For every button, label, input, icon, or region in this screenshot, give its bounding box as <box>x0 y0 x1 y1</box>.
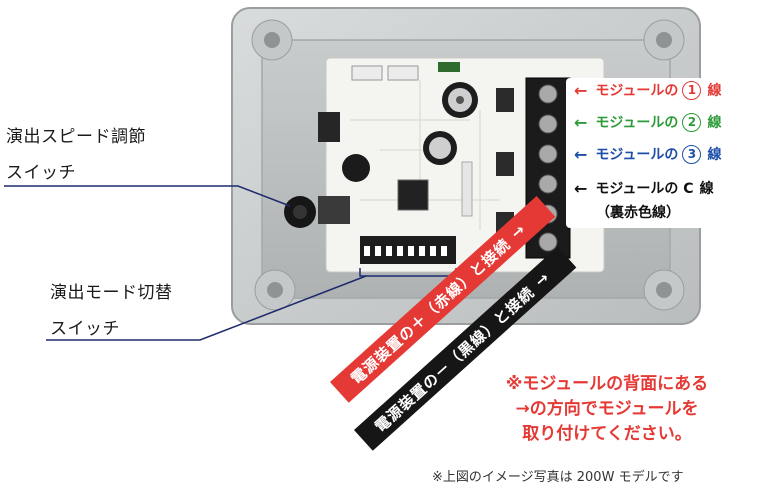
mounting-notice-line2: →の方向でモジュールを <box>515 399 699 419</box>
terminal-label-panel <box>566 78 756 228</box>
left-arrow-icon: ← <box>574 178 588 198</box>
left-arrow-icon: ← <box>574 112 588 132</box>
dip-switch <box>360 236 456 264</box>
speed-switch-label-line1: 演出スピード調節 <box>6 127 146 147</box>
pushbutton <box>318 112 340 142</box>
circled-number-3: 3 <box>682 144 702 164</box>
screw-post-bottom-right <box>643 269 685 311</box>
buzzer <box>342 154 370 182</box>
terminal-label-2-text: モジュールの <box>595 115 679 131</box>
capacitor-large <box>442 82 478 118</box>
mode-switch-label-line2: スイッチ <box>50 319 120 339</box>
capacitor-medium <box>423 131 457 165</box>
mounting-notice-line3: 取り付けてください。 <box>522 424 692 444</box>
mode-switch-leader <box>46 275 367 341</box>
screw-post-top-left <box>251 19 293 61</box>
mode-switch-label-line1: 演出モード切替 <box>50 283 173 303</box>
terminal-label-2-suffix: 線 <box>707 115 722 131</box>
mounting-notice: ※モジュールの背面にある →の方向でモジュールを 取り付けてください。 <box>462 372 752 447</box>
small-part <box>438 62 460 72</box>
speed-switch-leader <box>4 185 291 207</box>
mounting-notice-line1: ※モジュールの背面にある <box>505 374 709 394</box>
screw-post-top-right <box>643 19 685 61</box>
terminal-label-3: ← モジュールの 3 線 <box>574 144 721 164</box>
terminal-label-1-text: モジュールの <box>595 83 679 99</box>
connector-top-1 <box>351 65 383 81</box>
connector-top-2 <box>387 65 419 81</box>
terminal-label-c-text: モジュールの C <box>595 181 694 197</box>
speed-switch-label-line2: スイッチ <box>6 163 76 183</box>
terminal-label-c: ← モジュールの C 線 <box>574 178 714 198</box>
mosfet-2 <box>496 152 514 176</box>
circled-number-1: 1 <box>682 80 702 100</box>
arrow-right-icon: → <box>531 268 554 291</box>
terminal-label-3-text: モジュールの <box>595 147 679 163</box>
circled-number-2: 2 <box>682 112 702 132</box>
speed-knob <box>284 196 350 228</box>
left-arrow-icon: ← <box>574 144 588 164</box>
footnote: ※上図のイメージ写真は 200W モデルです <box>432 470 684 485</box>
terminal-c-note: （裏赤色線） <box>596 205 680 221</box>
mcu-chip <box>397 179 429 211</box>
terminal-label-1-suffix: 線 <box>707 83 722 99</box>
terminal-label-3-suffix: 線 <box>707 147 722 163</box>
terminal-label-c-suffix: 線 <box>699 181 714 197</box>
terminal-label-1: ← モジュールの 1 線 <box>574 80 721 100</box>
left-arrow-icon: ← <box>574 80 588 100</box>
terminal-label-2: ← モジュールの 2 線 <box>574 112 721 132</box>
screw-post-bottom-left <box>254 269 296 311</box>
arrow-right-icon: → <box>507 220 530 243</box>
pin-header <box>461 161 473 217</box>
mosfet-1 <box>496 88 514 112</box>
